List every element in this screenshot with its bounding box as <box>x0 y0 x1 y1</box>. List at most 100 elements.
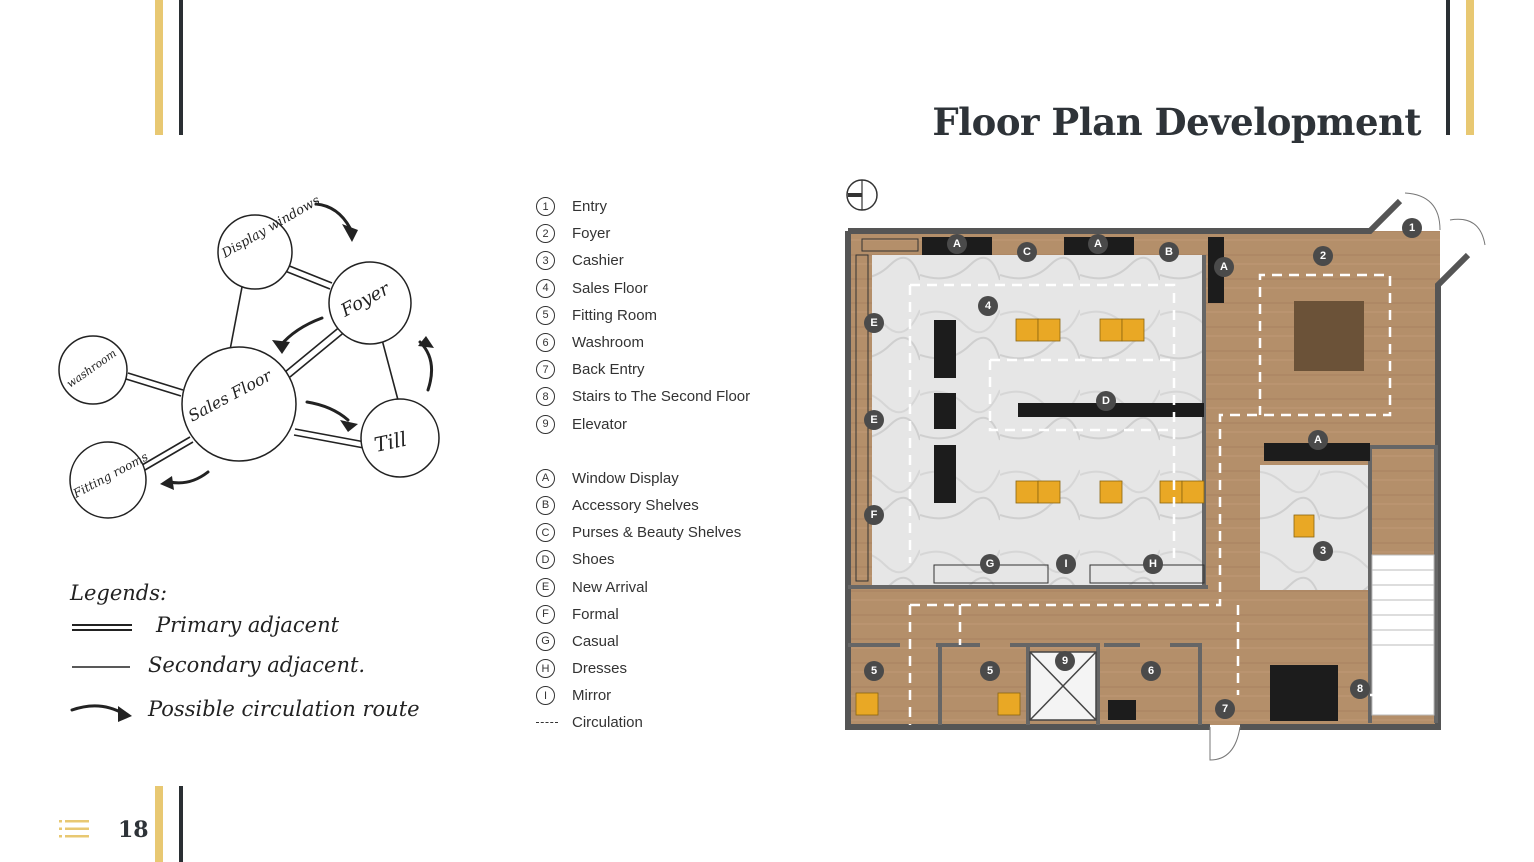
legend-label: Accessory Shelves <box>572 496 699 514</box>
north-arrow-icon <box>846 179 878 211</box>
svg-text:2: 2 <box>1320 250 1326 262</box>
legend-key: 4 <box>536 278 555 298</box>
marker-4: 4 <box>978 296 998 316</box>
legend-row-mirror: I Mirror <box>536 682 836 709</box>
legend-label: Purses & Beauty Shelves <box>572 524 742 542</box>
legend-label: Window Display <box>572 469 679 487</box>
svg-text:G: G <box>986 558 995 570</box>
svg-text:1: 1 <box>1409 222 1415 234</box>
legend-key: D <box>536 550 555 570</box>
svg-text:3: 3 <box>1320 545 1326 557</box>
top-right-gold-bar <box>1466 0 1474 135</box>
svg-text:C: C <box>1023 246 1031 258</box>
legend-key: C <box>536 523 555 543</box>
legend-row-cashier: 3 Cashier <box>536 247 836 274</box>
legend-row-sales-floor: 4 Sales Floor <box>536 275 836 302</box>
legend-key: 8 <box>536 387 555 407</box>
legend-key: B <box>536 495 555 515</box>
legend-label: Sales Floor <box>572 279 648 297</box>
marker-g: G <box>980 554 1000 574</box>
legend-label: Elevator <box>572 415 628 433</box>
marker-2: 2 <box>1313 246 1333 266</box>
marker-e2: E <box>864 410 884 430</box>
legend-label: Casual <box>572 632 619 650</box>
marker-a3: A <box>1214 257 1234 277</box>
legend-key: 3 <box>536 251 555 271</box>
marker-a1: A <box>947 234 967 254</box>
legend-key: 7 <box>536 360 555 380</box>
legend-key: 2 <box>536 224 555 244</box>
legend-key: 5 <box>536 305 555 325</box>
legend-label: Circulation <box>572 714 643 732</box>
legend-row-window-display: A Window Display <box>536 465 836 492</box>
bubble-legend-secondary: Secondary adjacent. <box>148 653 365 677</box>
svg-text:E: E <box>870 414 877 426</box>
legend-row-stairs: 8 Stairs to The Second Floor <box>536 383 836 410</box>
legend-key: H <box>536 659 555 679</box>
marker-d: D <box>1096 391 1116 411</box>
marker-a4: A <box>1308 430 1328 450</box>
bottom-dark-bar <box>179 786 183 862</box>
marker-6: 6 <box>1141 661 1161 681</box>
top-left-dark-bar <box>179 0 183 135</box>
marker-e1: E <box>864 313 884 333</box>
legend-key: G <box>536 631 555 651</box>
marker-5b: 5 <box>980 661 1000 681</box>
legend-label: Shoes <box>572 551 615 569</box>
marker-f: F <box>864 505 884 525</box>
legend-key: 1 <box>536 197 555 217</box>
marker-b: B <box>1159 242 1179 262</box>
svg-text:A: A <box>1094 238 1102 250</box>
menu-icon[interactable] <box>59 820 89 838</box>
legend-label: Cashier <box>572 252 624 270</box>
svg-text:F: F <box>871 509 878 521</box>
bottom-gold-bar <box>155 786 163 862</box>
svg-text:H: H <box>1149 558 1157 570</box>
marker-a2: A <box>1088 234 1108 254</box>
legend-row-fitting-room: 5 Fitting Room <box>536 302 836 329</box>
legend-key: I <box>536 686 555 706</box>
legend-key: F <box>536 604 555 624</box>
marker-3: 3 <box>1313 541 1333 561</box>
svg-text:8: 8 <box>1357 683 1363 695</box>
legend-row-foyer: 2 Foyer <box>536 220 836 247</box>
top-left-gold-bar <box>155 0 163 135</box>
legend-key: A <box>536 468 555 488</box>
legend-label: Formal <box>572 605 619 623</box>
circulation-dash-icon <box>536 722 558 724</box>
svg-text:7: 7 <box>1222 703 1228 715</box>
page-title: Floor Plan Development <box>932 100 1421 144</box>
legend-row-shoes: D Shoes <box>536 546 836 573</box>
page-number: 18 <box>118 817 149 843</box>
marker-i: I <box>1056 554 1076 574</box>
svg-text:5: 5 <box>987 665 993 677</box>
marker-5a: 5 <box>864 661 884 681</box>
svg-text:4: 4 <box>985 300 992 312</box>
marker-8: 8 <box>1350 679 1370 699</box>
legend-key: E <box>536 577 555 597</box>
legend-label: Mirror <box>572 687 612 705</box>
bubble-legend-title: Legends: <box>69 581 167 605</box>
marker-7: 7 <box>1215 699 1235 719</box>
legend-row-new-arrival: E New Arrival <box>536 573 836 600</box>
marker-h: H <box>1143 554 1163 574</box>
legend-label: Foyer <box>572 225 611 243</box>
legend-row-casual: G Casual <box>536 628 836 655</box>
legend-label: New Arrival <box>572 578 648 596</box>
legend-row-formal: F Formal <box>536 601 836 628</box>
legend-row-purses: C Purses & Beauty Shelves <box>536 519 836 546</box>
marker-1: 1 <box>1402 218 1422 238</box>
legend-label: Stairs to The Second Floor <box>572 388 751 406</box>
top-right-dark-bar <box>1446 0 1450 135</box>
svg-text:A: A <box>953 238 961 250</box>
legend-key: 6 <box>536 333 555 353</box>
legend-label: Fitting Room <box>572 306 658 324</box>
bubble-diagram: Display windows Foyer washroom Sales Flo… <box>20 180 500 740</box>
legend-row-accessory-shelves: B Accessory Shelves <box>536 492 836 519</box>
marker-c: C <box>1017 242 1037 262</box>
svg-text:A: A <box>1314 434 1322 446</box>
svg-text:D: D <box>1102 395 1110 407</box>
